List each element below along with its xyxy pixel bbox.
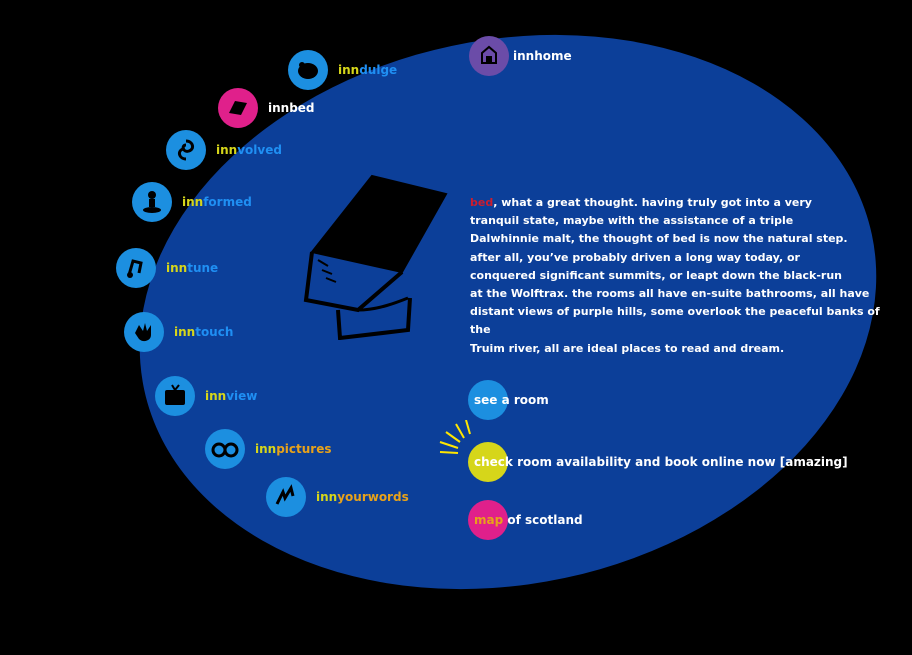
see-room-label: see a room: [474, 393, 549, 407]
music-icon: [116, 248, 156, 288]
check-availability-label: check room availability and book online …: [474, 455, 848, 469]
intro-paragraph: bed, what a great thought. having truly …: [470, 196, 880, 355]
nav-pictures[interactable]: innpictures: [205, 429, 332, 469]
nav-view[interactable]: innview: [155, 376, 257, 416]
nav-indulge-label: inndulge: [338, 63, 398, 77]
map-of-scotland-button[interactable]: map of scotland: [468, 500, 583, 540]
nav-innbed[interactable]: innbed: [218, 88, 315, 128]
nav-innhome[interactable]: innhome: [469, 36, 572, 76]
nav-pictures-label: innpictures: [255, 442, 332, 456]
speech-icon: [266, 477, 306, 517]
bed-word[interactable]: bed: [470, 196, 494, 209]
nav-touch-label: inntouch: [174, 325, 234, 339]
info-figure-icon: [132, 182, 172, 222]
bed-book-icon: [218, 88, 258, 128]
nav-yourwords[interactable]: innyourwords: [266, 477, 409, 517]
nav-informed[interactable]: innformed: [132, 182, 252, 222]
map-circle: [468, 500, 508, 540]
check-availability-circle: [468, 442, 508, 482]
nav-innhome-label: innhome: [513, 49, 572, 63]
check-availability-button[interactable]: check room availability and book online …: [468, 442, 848, 482]
nav-view-label: innview: [205, 389, 258, 403]
nav-innbed-label: innbed: [268, 101, 315, 115]
book-head-illustration: [303, 174, 448, 340]
nav-tune[interactable]: inntune: [116, 248, 218, 288]
binoculars-icon: [205, 429, 245, 469]
nav-yourwords-label: innyourwords: [316, 490, 409, 504]
nav-tune-label: inntune: [166, 261, 219, 275]
swirl-icon: [166, 130, 206, 170]
map-label: map of scotland: [474, 513, 583, 527]
see-room-button[interactable]: see a room: [468, 380, 549, 420]
highlight-rays-icon: [439, 420, 471, 454]
pig-icon: [288, 50, 328, 90]
home-icon: [469, 36, 509, 76]
see-room-circle: [468, 380, 508, 420]
nav-involved-label: innvolved: [216, 143, 282, 157]
nav-touch[interactable]: inntouch: [124, 312, 233, 352]
nav-indulge[interactable]: inndulge: [288, 50, 397, 90]
tv-icon: [155, 376, 195, 416]
nav-informed-label: innformed: [182, 195, 252, 209]
nav-involved[interactable]: innvolved: [166, 130, 282, 170]
hand-icon: [124, 312, 164, 352]
